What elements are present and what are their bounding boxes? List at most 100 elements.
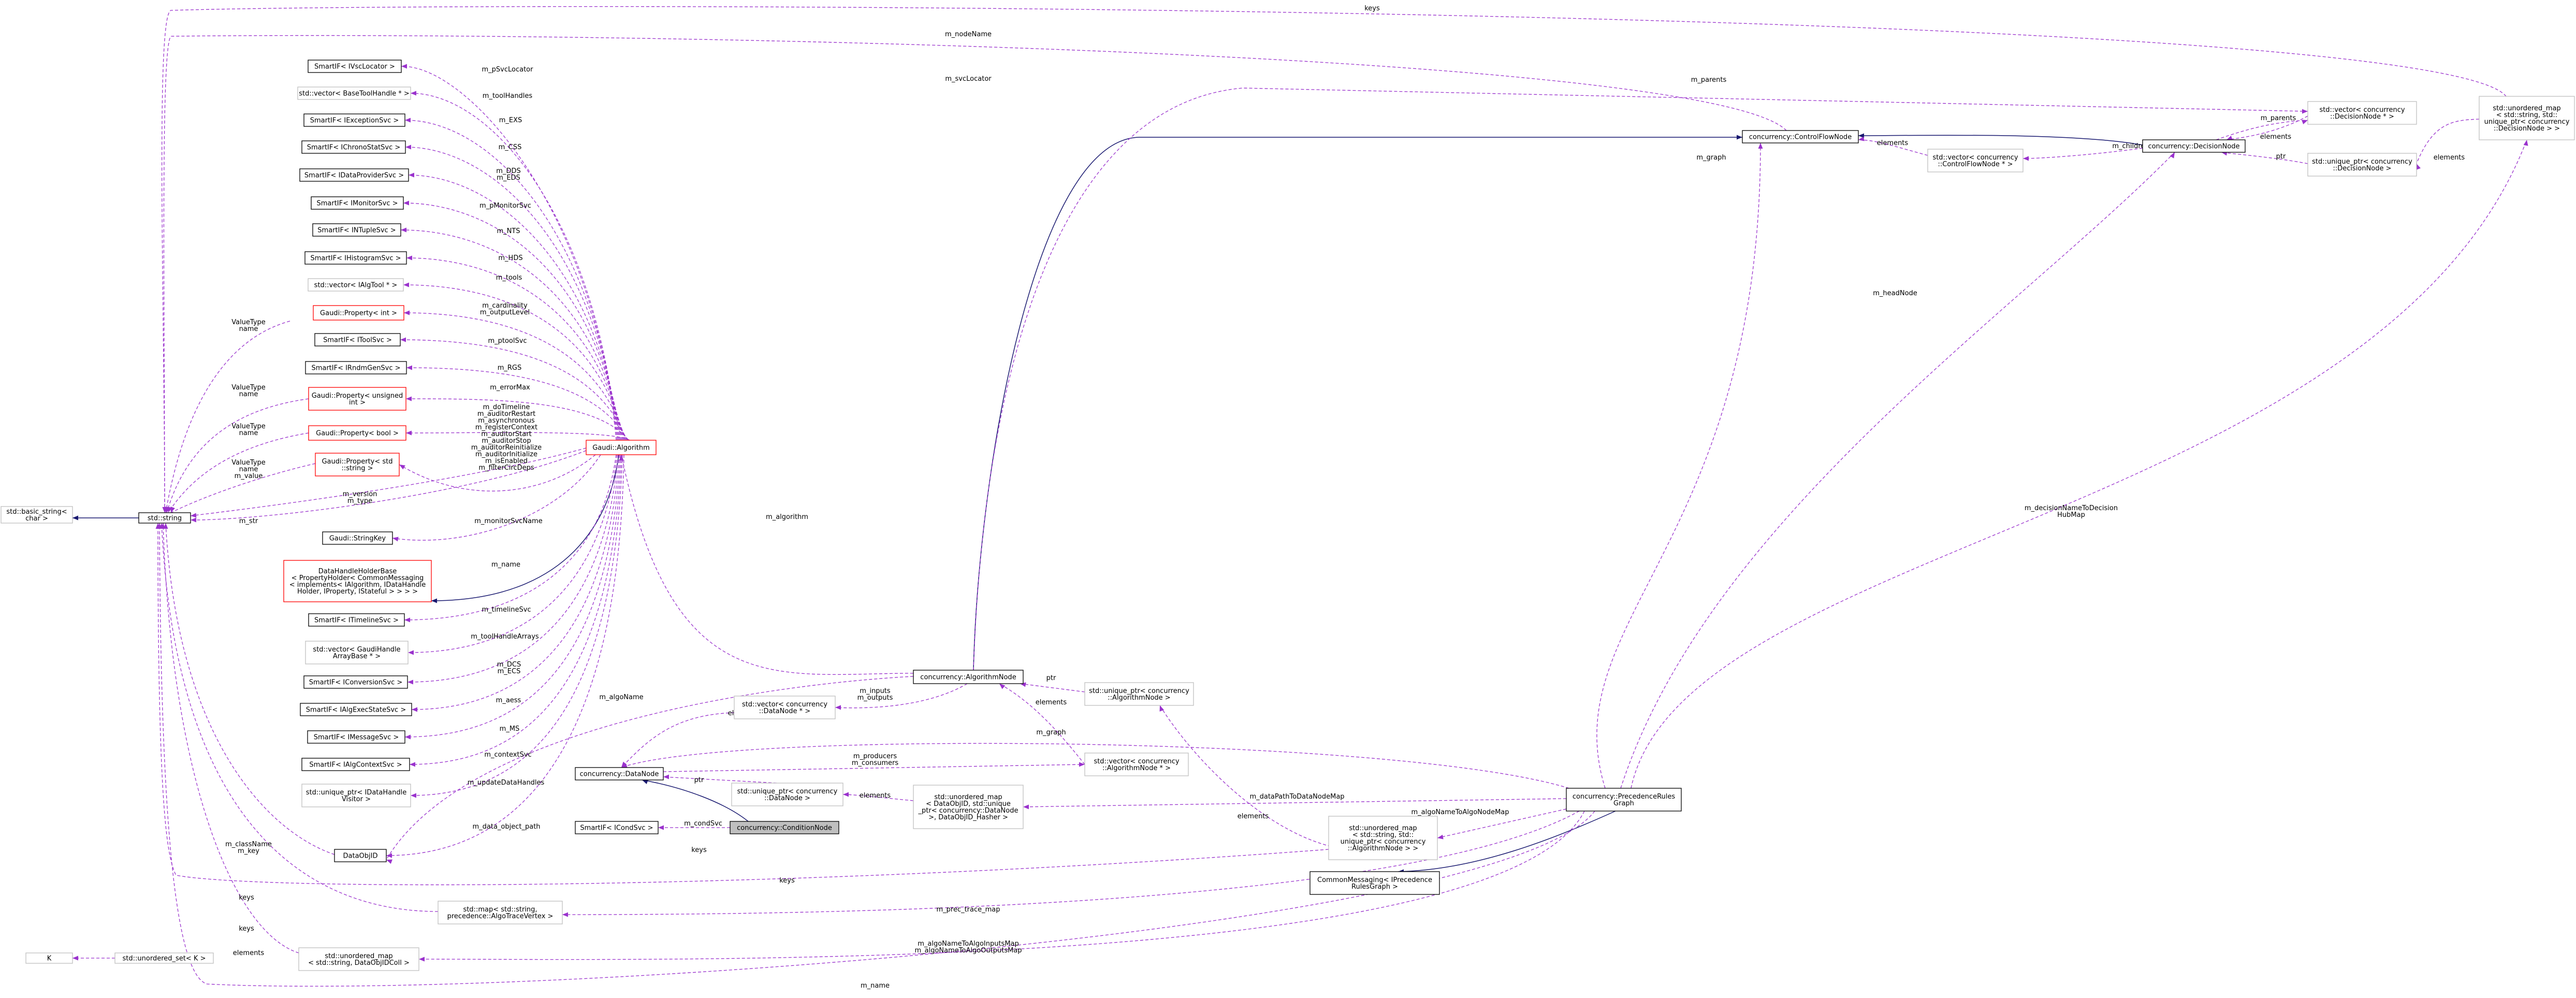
node-label-line: unique_ptr< concurrency	[2484, 118, 2570, 126]
node-label: std::unordered_map< DataObjID, std::uniq…	[918, 793, 1018, 821]
node-dataobjid[interactable]: DataObjID	[334, 849, 387, 862]
node-algorithmnode[interactable]: concurrency::AlgorithmNode	[913, 670, 1024, 684]
node-k[interactable]: K	[25, 952, 73, 964]
edge-label-line: m_outputs	[857, 694, 893, 702]
node-stringkey[interactable]: Gaudi::StringKey	[322, 531, 393, 545]
node-unordered-map-string-decisionnode[interactable]: std::unordered_map< std::string, std::un…	[2479, 96, 2575, 140]
edge-label-m-updatedatahandles: m_updateDataHandles	[468, 779, 545, 787]
edge-label-m-children: m_children	[2112, 142, 2149, 150]
node-label-line: unique_ptr< concurrency	[1341, 838, 1426, 846]
node-label: std::unordered_map< std::string, std::un…	[1341, 825, 1426, 852]
node-box	[311, 196, 404, 210]
node-iexceptionsvc[interactable]: SmartIF< IExceptionSvc >	[303, 113, 405, 127]
edge-label-line: m_prec_trace_map	[936, 906, 1000, 914]
edge-label-line: m_key	[238, 847, 259, 855]
arrowhead-icon	[406, 430, 412, 436]
edge-label-m-algonametoalgonodemap: m_algoNameToAlgoNodeMap	[1411, 808, 1509, 816]
node-unique-ptr-datanode[interactable]: std::unique_ptr< concurrency::DataNode >	[731, 783, 843, 806]
edge-label-ptr-decision: ptr	[2276, 153, 2286, 161]
node-ialgexecstatesvc[interactable]: SmartIF< IAlgExecStateSvc >	[300, 703, 412, 716]
node-unordered-map-dataobjidcoll[interactable]: std::unordered_map< std::string, DataObj…	[298, 947, 419, 971]
edge-label-m-prec-trace-map: m_prec_trace_map	[936, 906, 1000, 914]
node-label: std::unordered_map< std::string, std::un…	[2484, 105, 2570, 133]
edge-label-line: m_inputs	[860, 687, 891, 695]
edge-label-m-algname: m_algoName	[599, 693, 643, 701]
node-ialgcontextsvc[interactable]: SmartIF< IAlgContextSvc >	[301, 758, 410, 771]
node-ihistogramsvc[interactable]: SmartIF< IHistogramSvc >	[304, 251, 407, 265]
node-unique-ptr-decisionnode[interactable]: std::unique_ptr< concurrency::DecisionNo…	[2307, 153, 2417, 177]
edge-label-line: m_monitorSvcName	[474, 517, 542, 525]
node-decisionnode[interactable]: concurrency::DecisionNode	[2142, 139, 2246, 153]
node-unordered-set-k[interactable]: std::unordered_set< K >	[114, 952, 214, 964]
edge-label-line: m_cardinality	[482, 302, 528, 310]
arrowhead-icon	[419, 957, 425, 962]
edge-label-keys-set: keys	[239, 894, 254, 902]
edge-label-m-aess: m_aess	[496, 697, 521, 704]
node-label-line: std::unique_ptr< concurrency	[1089, 687, 1189, 695]
node-vector-algorithmnode[interactable]: std::vector< concurrency::AlgorithmNode …	[1084, 753, 1189, 776]
node-idataprovidersvc[interactable]: SmartIF< IDataProviderSvc >	[299, 168, 409, 182]
edge-label-m-parents-top: m_parents	[1691, 76, 1727, 84]
node-intuplesvc[interactable]: SmartIF< INTupleSvc >	[312, 223, 401, 237]
usage-edge	[392, 454, 601, 542]
usage-edge	[418, 811, 1585, 962]
node-label: Gaudi::Property< bool >	[316, 430, 399, 438]
usage-edge	[164, 321, 290, 513]
node-property-string[interactable]: Gaudi::Property< std::string >	[315, 453, 400, 476]
node-vector-basetoolhandle[interactable]: std::vector< BaseToolHandle * >	[297, 86, 411, 100]
arrowhead-icon	[562, 912, 568, 917]
node-datanode[interactable]: concurrency::DataNode	[575, 767, 664, 780]
node-irndmgensvc[interactable]: SmartIF< IRndmGenSvc >	[305, 361, 407, 374]
node-unordered-map-dataobjid-datanode[interactable]: std::unordered_map< DataObjID, std::uniq…	[913, 785, 1024, 829]
arrowhead-icon	[663, 774, 669, 779]
usage-edge	[621, 743, 1569, 789]
node-controlflownode[interactable]: concurrency::ControlFlowNode	[1742, 130, 1859, 143]
node-property-bool[interactable]: Gaudi::Property< bool >	[308, 425, 406, 441]
node-property-int[interactable]: Gaudi::Property< int >	[313, 305, 404, 321]
node-label: std::unique_ptr< concurrency::DataNode >	[737, 788, 838, 802]
node-label-line: std::vector< IAlgTool * >	[314, 282, 398, 290]
edge-label-m-str: m_str	[239, 517, 258, 525]
node-label: std::unordered_map< std::string, DataObj…	[308, 952, 410, 967]
node-map-algtracevertex[interactable]: std::map< std::string,precedence::AlgoTr…	[438, 901, 563, 924]
node-label-line: std::unordered_map	[2493, 105, 2560, 112]
node-unordered-map-string-algorithmnode[interactable]: std::unordered_map< std::string, std::un…	[1328, 816, 1438, 860]
node-itimelinesvc[interactable]: SmartIF< ITimelineSvc >	[308, 613, 405, 627]
node-gaudi-algorithm[interactable]: Gaudi::Algorithm	[586, 440, 657, 455]
node-std-basic-string[interactable]: std::basic_string<char >	[1, 506, 73, 524]
node-label: SmartIF< IVscLocator >	[314, 63, 395, 71]
node-std-string[interactable]: std::string	[138, 512, 191, 524]
edge-label-line: m_outputLevel	[480, 309, 530, 316]
edge-label-elements-decisionmap: elements	[2434, 154, 2465, 162]
node-vector-ialgtool[interactable]: std::vector< IAlgTool * >	[308, 278, 404, 292]
node-label-line: ::DataNode * >	[759, 707, 810, 715]
edge-label-line: m_updateDataHandles	[468, 779, 545, 787]
node-label: DataHandleHolderBase< PropertyHolder< Co…	[289, 568, 426, 596]
node-ichronostatsvc[interactable]: SmartIF< IChronoStatSvc >	[301, 140, 406, 154]
arrowhead-icon	[408, 650, 414, 655]
node-conditionnode[interactable]: concurrency::ConditionNode	[730, 821, 839, 834]
node-ivsc-locator[interactable]: SmartIF< IVscLocator >	[308, 60, 402, 73]
node-itoolsvc[interactable]: SmartIF< IToolSvc >	[314, 333, 401, 346]
node-label-line: std::vector< BaseToolHandle * >	[299, 90, 410, 98]
node-datahandleholderbase[interactable]: DataHandleHolderBase< PropertyHolder< Co…	[283, 560, 432, 602]
node-imessagesvc[interactable]: SmartIF< IMessageSvc >	[307, 730, 405, 744]
node-unique-ptr-algorithmnode[interactable]: std::unique_ptr< concurrency::AlgorithmN…	[1084, 682, 1194, 706]
node-imonitorsvc[interactable]: SmartIF< IMonitorSvc >	[311, 196, 404, 210]
edge-label-m-parents: m_parents	[2261, 114, 2296, 122]
node-iconversionsvc[interactable]: SmartIF< IConversionSvc >	[303, 675, 408, 689]
node-box	[913, 670, 1024, 684]
node-label: SmartIF< IMonitorSvc >	[316, 200, 398, 208]
node-icondsvc[interactable]: SmartIF< ICondSvc >	[575, 821, 659, 834]
node-vector-decisionnode[interactable]: std::vector< concurrency::DecisionNode *…	[2307, 101, 2417, 125]
node-vector-datanode[interactable]: std::vector< concurrency::DataNode * >	[734, 696, 836, 719]
node-label: SmartIF< IChronoStatSvc >	[307, 144, 401, 152]
node-label-line: Visitor >	[342, 795, 371, 803]
node-vector-controlflownode[interactable]: std::vector< concurrency::ControlFlowNod…	[1927, 149, 2024, 172]
